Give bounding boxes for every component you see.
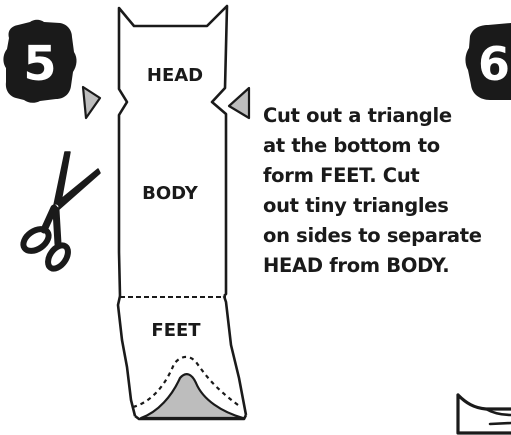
feet-cut-triangle [141,374,243,418]
scissors-icon [19,152,100,272]
feet-right-edge [224,296,246,415]
left-notch-triangle-icon [83,87,100,118]
feet-label: FEET [151,320,201,341]
step-6-badge: 6 [465,23,511,100]
step-5-badge: 5 [3,20,76,103]
body-label: BODY [142,183,199,204]
step-5-number: 5 [23,36,56,92]
head-label: HEAD [147,65,203,86]
instruction-text: Cut out a triangle at the bottom to form… [263,101,508,281]
instruction-line: at the bottom to [263,131,508,161]
instruction-line: form FEET. Cut [263,161,508,191]
next-step-preview-icon [458,395,511,433]
instruction-line: out tiny triangles [263,191,508,221]
feet-left-edge [118,296,135,416]
step-6-number: 6 [478,37,510,91]
cutout-outline [119,6,227,296]
instruction-line: on sides to separate [263,221,508,251]
instruction-line: HEAD from BODY. [263,251,508,281]
right-notch-triangle-icon [229,88,249,118]
instruction-line: Cut out a triangle [263,101,508,131]
paper-cutout-figure: HEAD BODY FEET [118,6,246,419]
